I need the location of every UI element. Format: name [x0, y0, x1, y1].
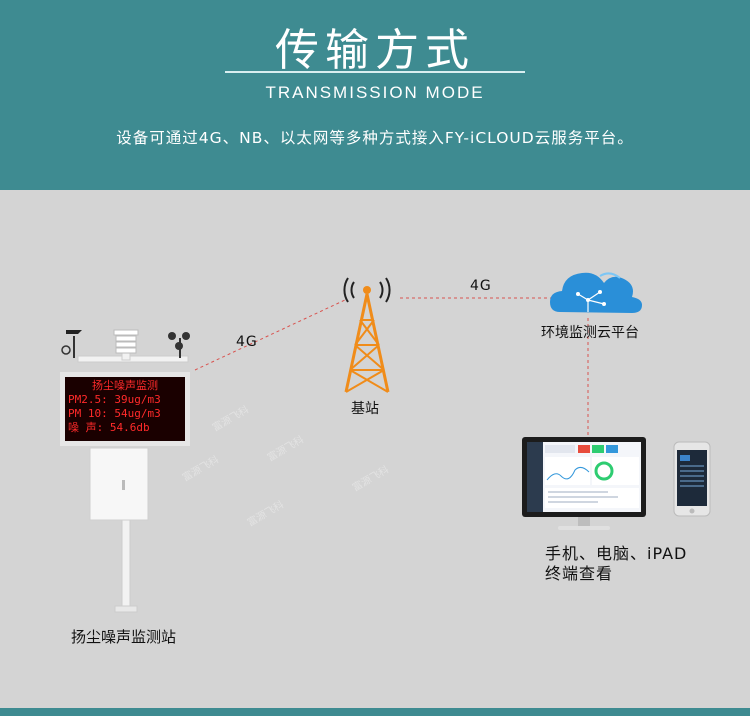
cloud-platform-label: 环境监测云平台 [541, 325, 639, 341]
terminal-label-line1: 手机、电脑、iPAD [545, 544, 688, 563]
terminal-label-line2: 终端查看 [545, 564, 614, 583]
header-banner: 传输方式 TRANSMISSION MODE 设备可通过4G、NB、以太网等多种… [0, 0, 750, 190]
led-line-pm10: PM 10: 54ug/m3 [68, 407, 161, 420]
led-line-noise: 噪 声: 54.6db [68, 421, 150, 434]
cloud-icon [550, 272, 642, 313]
monitor-icon [522, 437, 646, 530]
link-label-base-cloud: 4G [470, 278, 492, 294]
station-illustration [60, 329, 190, 613]
tower-icon [343, 277, 391, 393]
phone-icon [673, 441, 711, 517]
led-display: 扬尘噪声监测 PM2.5: 39ug/m3 PM 10: 54ug/m3 噪 声… [62, 374, 188, 444]
link-station-to-base [194, 299, 346, 371]
page-title: 传输方式 [275, 25, 475, 76]
page-description: 设备可通过4G、NB、以太网等多种方式接入FY-iCLOUD云服务平台。 [116, 129, 634, 147]
title-underline [225, 71, 525, 73]
page-subtitle: TRANSMISSION MODE [265, 83, 485, 102]
led-title: 扬尘噪声监测 [92, 379, 158, 392]
footer-bar [0, 708, 750, 716]
station-label: 扬尘噪声监测站 [71, 628, 177, 646]
base-station-label: 基站 [351, 401, 379, 417]
link-label-station-base: 4G [236, 334, 258, 350]
led-line-pm25: PM2.5: 39ug/m3 [68, 393, 161, 406]
